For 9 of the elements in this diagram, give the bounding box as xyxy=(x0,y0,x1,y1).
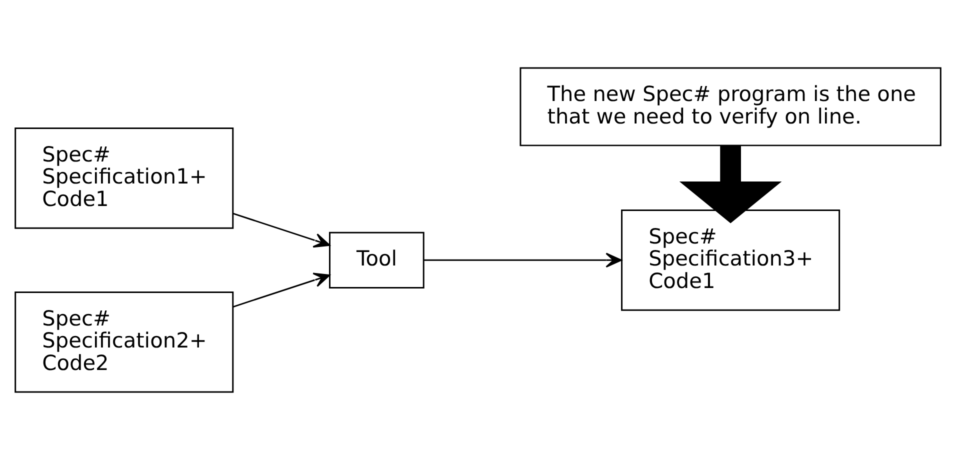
node-box: Spec# Specification2+ Code2 xyxy=(14,290,234,392)
node-box: The new Spec# program is the one that we need to verify on line. xyxy=(520,66,942,146)
arrow xyxy=(424,252,622,268)
arrow xyxy=(232,212,330,248)
node-box: Spec# Specification1+ Code1 xyxy=(14,127,234,228)
node-box: Tool xyxy=(329,231,424,288)
arrow xyxy=(232,272,330,308)
node-box: Spec# Specification3+ Code1 xyxy=(621,209,840,310)
arrow xyxy=(679,145,782,223)
